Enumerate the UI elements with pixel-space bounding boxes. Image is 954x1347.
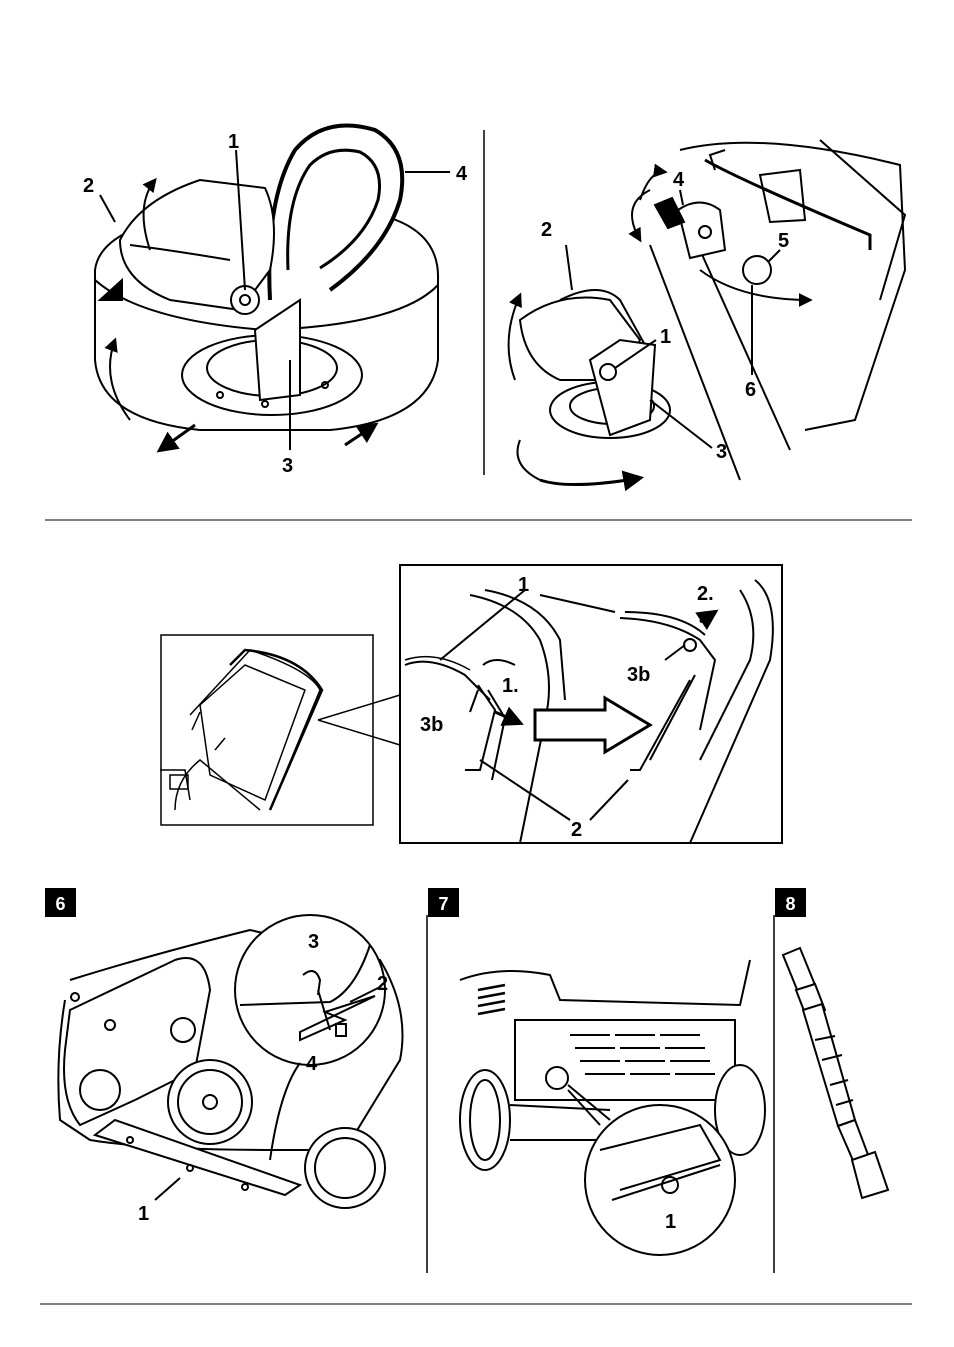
top-left-label-1: 1 bbox=[228, 131, 239, 153]
middle-label-3b-left: 3b bbox=[420, 714, 443, 736]
middle-label-step-1: 1. bbox=[502, 675, 519, 697]
middle-label-1: 1 bbox=[518, 574, 529, 596]
figure-7-label-1: 1 bbox=[665, 1211, 676, 1233]
top-right-label-3: 3 bbox=[716, 441, 727, 463]
figure-6-label-4: 4 bbox=[306, 1053, 318, 1075]
figure-7 bbox=[460, 960, 765, 1255]
figure-middle-detail bbox=[400, 565, 782, 843]
top-right-label-6: 6 bbox=[745, 379, 756, 401]
figure-8-tool bbox=[783, 948, 888, 1198]
middle-label-3b-right: 3b bbox=[627, 664, 650, 686]
figure-6-label-1: 1 bbox=[138, 1203, 149, 1225]
top-left-label-3: 3 bbox=[282, 455, 293, 477]
figure-top-left bbox=[95, 126, 450, 451]
top-right-label-2: 2 bbox=[541, 219, 552, 241]
figure-6-label-3: 3 bbox=[308, 931, 319, 953]
top-right-label-4: 4 bbox=[673, 169, 685, 191]
middle-label-step-2: 2. bbox=[697, 583, 714, 605]
figure-7-badge-text: 7 bbox=[438, 894, 448, 914]
figure-top-right bbox=[509, 140, 905, 485]
top-left-label-4: 4 bbox=[456, 163, 468, 185]
top-right-label-5: 5 bbox=[778, 230, 789, 252]
figure-6 bbox=[58, 915, 402, 1208]
top-right-label-1: 1 bbox=[660, 326, 671, 348]
top-left-label-2: 2 bbox=[83, 175, 94, 197]
figure-8-badge-text: 8 bbox=[785, 894, 795, 914]
figure-middle-inset bbox=[160, 635, 400, 825]
figure-6-label-2: 2 bbox=[377, 973, 388, 995]
figure-6-badge-text: 6 bbox=[55, 894, 65, 914]
middle-label-2: 2 bbox=[571, 819, 582, 841]
